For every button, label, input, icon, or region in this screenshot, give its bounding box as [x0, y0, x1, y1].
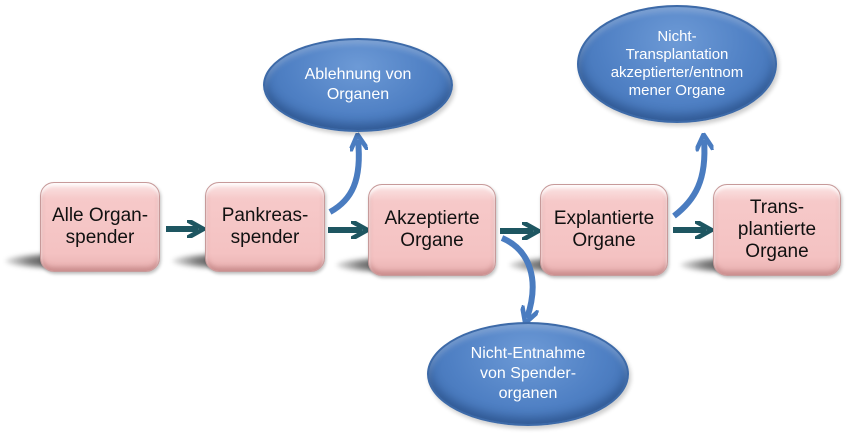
- branch-arrow-non-transplantation: [672, 140, 704, 219]
- branch-arrow-non-retrieval: [500, 235, 533, 318]
- outcome-label: Nicht-Entnahme von Spender- organen: [470, 345, 586, 402]
- box-pancreas-donors: Pankreas- spender: [205, 182, 325, 272]
- outcome-non-retrieval: Nicht-Entnahme von Spender- organen: [427, 322, 629, 426]
- box-label: Alle Organ- spender: [51, 205, 149, 248]
- box-transplanted-organs: Trans- plantierte Organe: [713, 184, 841, 276]
- box-explanted-organs: Explantierte Organe: [540, 184, 668, 276]
- box-label: Trans- plantierte Organe: [737, 197, 817, 262]
- outcome-non-transplantation: Nicht- Transplantation akzeptierter/entn…: [577, 5, 777, 123]
- box-all-donors: Alle Organ- spender: [40, 182, 160, 272]
- box-label: Explantierte Organe: [553, 208, 655, 251]
- box-label: Pankreas- spender: [221, 205, 309, 248]
- box-label: Akzeptierte Organe: [384, 208, 480, 251]
- outcome-rejection: Ablehnung von Organen: [263, 38, 453, 132]
- branch-arrow-rejection: [328, 140, 359, 215]
- box-accepted-organs: Akzeptierte Organe: [368, 184, 496, 276]
- outcome-label: Ablehnung von Organen: [304, 66, 412, 103]
- outcome-label: Nicht- Transplantation akzeptierter/entn…: [610, 28, 744, 99]
